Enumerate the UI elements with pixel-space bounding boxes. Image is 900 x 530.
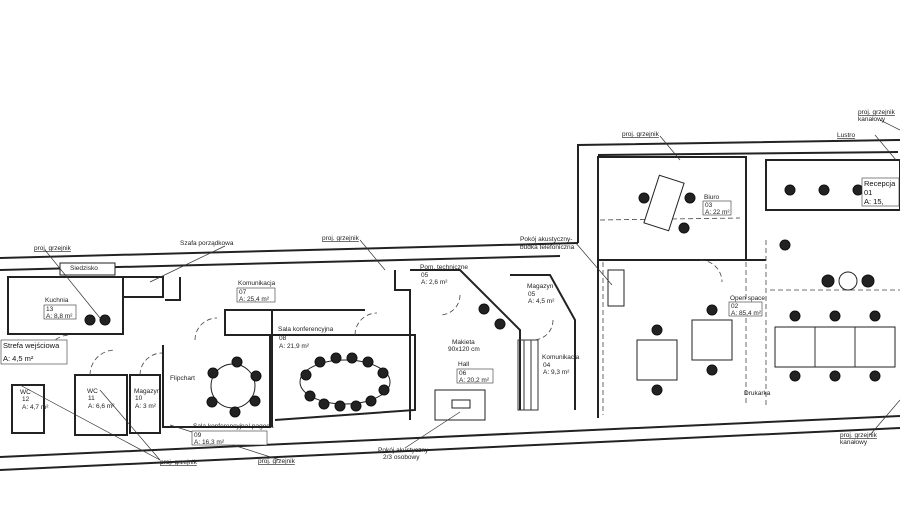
room-label-komunikacja-07: Komunikacja 07 A: 25,4 m²	[236, 280, 276, 303]
room-number: 04	[543, 362, 551, 369]
room-area: A: 20,2 m²	[459, 377, 490, 384]
room-label-komunikacja-04: Komunikacja 04 A: 9,3 m²	[542, 354, 580, 376]
room-number: 09	[194, 432, 202, 439]
note-grzejnik: proj. grzejnik	[34, 245, 72, 252]
room-label-strefa-wejsciowa: Strefa wejściowa A: 4,5 m²	[0, 339, 68, 365]
room-label-magazyn-10: Magazyn 10 A: 3 m²	[134, 388, 161, 410]
room-name: Kuchnia	[45, 297, 69, 304]
note-grzejnik-kanalowy: proj. grzejnik	[858, 109, 896, 116]
room-name: Open space	[730, 295, 765, 302]
room-name: Strefa wejściowa	[3, 341, 60, 350]
note-grzejnik: proj. grzejnik	[322, 235, 360, 242]
note-grzejnik: proj. grzejnik	[258, 458, 296, 465]
room-area: A: 8,8 m²	[46, 313, 73, 320]
room-number: 13	[46, 306, 54, 313]
room-label-wc-11: WC 11 A: 6,6 m²	[87, 388, 115, 410]
room-area: A: 4,5 m²	[3, 354, 34, 363]
room-number: 11	[88, 395, 95, 402]
room-area: A: 6,6 m²	[88, 403, 115, 410]
room-name: Biuro	[704, 194, 720, 201]
room-name: Sala konferencyjna/ pagoda	[193, 423, 274, 430]
desk	[636, 339, 678, 381]
desk	[691, 319, 733, 361]
room-area: A: 3 m²	[135, 403, 157, 410]
note-lustro: Lustro	[837, 132, 855, 139]
room-area: A: 4,5 m²	[528, 298, 555, 305]
room-name: Magazyn	[134, 388, 161, 395]
room-area: A: 21,9 m²	[279, 343, 310, 350]
note-siedzisko: Siedzisko	[70, 265, 98, 272]
chairs	[84, 184, 881, 418]
note-grzejnik: proj. grzejnik	[160, 459, 198, 466]
note-flipchart: Flipchart	[170, 375, 195, 382]
room-name: Komunikacja	[238, 280, 276, 287]
room-name: WC	[87, 388, 98, 395]
note-szafa-porzadkowa: Szafa porządkowa	[180, 240, 234, 247]
room-number: 10	[135, 395, 143, 402]
desk	[643, 174, 685, 232]
room-name: Pom. techniczne	[420, 264, 468, 271]
note-makieta-size: 90x120 cm	[448, 346, 480, 353]
room-label-biuro: Biuro 03 A: 22 m²	[702, 194, 732, 216]
room-name: Komunikacja	[542, 354, 580, 361]
room-label-open-space: Open space 02 A: 85,4 m²	[728, 295, 765, 317]
room-label-hall: Hall 06 A: 20,2 m²	[456, 361, 494, 384]
leader-lines	[19, 119, 900, 461]
room-label-sala-konferencyjna-09: Sala konferencyjna/ pagoda 09 A: 16,3 m²	[191, 423, 274, 446]
room-area: A: 2,6 m²	[421, 279, 448, 286]
room-area: A: 4,7 m²	[22, 404, 49, 411]
note-budka: Pokój akustyczny-	[520, 236, 572, 243]
room-labels: Kuchnia 13 A: 8,8 m² Strefa wejściowa A:…	[0, 177, 900, 446]
furniture	[59, 174, 896, 421]
note-drukarka: Drukarka	[744, 390, 771, 397]
room-number: 12	[22, 396, 30, 403]
room-area: A: 16,3 m²	[194, 439, 225, 446]
room-name: Recepcja	[864, 179, 896, 188]
room-number: 08	[279, 335, 287, 342]
room-name: Sala konferencyjna	[278, 326, 334, 333]
room-number: 05	[528, 291, 536, 298]
room-name: WC	[20, 389, 31, 396]
annotations: proj. grzejnik Szafa porządkowa proj. gr…	[34, 109, 896, 466]
note-grzejnik: proj. grzejnik	[622, 131, 660, 138]
room-number: 05	[421, 272, 429, 279]
room-label-recepcja: Recepcja 01 A: 15,	[861, 177, 900, 207]
note-makieta: Makieta	[452, 339, 475, 346]
note-budka-telefoniczna: budka telefoniczna	[520, 244, 575, 251]
note-pokoj-akustyczny: Pokój akustyczny	[378, 447, 429, 454]
room-label-pom-techniczne: Pom. techniczne 05 A: 2,6 m²	[420, 264, 468, 286]
room-label-sala-konferencyjna-08: Sala konferencyjna 08 A: 21,9 m²	[278, 326, 334, 350]
room-area: A: 9,3 m²	[543, 369, 570, 376]
room-name: Hall	[458, 361, 470, 368]
room-name: Magazyn	[527, 283, 554, 290]
room-area: A: 15,	[864, 197, 884, 206]
room-area: A: 25,4 m²	[239, 296, 270, 303]
note-kanalowy: kanałowy	[840, 439, 868, 446]
room-area: A: 85,4 m²	[731, 310, 762, 317]
room-label-wc-12: WC 12 A: 4,7 m²	[20, 389, 49, 411]
note-kanalowy: kanałowy	[858, 116, 886, 123]
room-label-kuchnia: Kuchnia 13 A: 8,8 m²	[43, 297, 77, 320]
room-number: 01	[864, 188, 872, 197]
room-area: A: 22 m²	[705, 209, 730, 216]
phone-booth	[607, 269, 625, 307]
note-pokoj-osobowy: 2/3 osobowy	[383, 454, 420, 461]
note-grzejnik-kanalowy: proj. grzejnik	[840, 432, 878, 439]
desk	[774, 326, 896, 368]
room-label-magazyn-05: Magazyn 05 A: 4,5 m²	[527, 283, 555, 305]
room-number: 02	[731, 303, 739, 310]
room-number: 06	[459, 370, 467, 377]
room-number: 03	[705, 202, 713, 209]
room-number: 07	[239, 289, 247, 296]
